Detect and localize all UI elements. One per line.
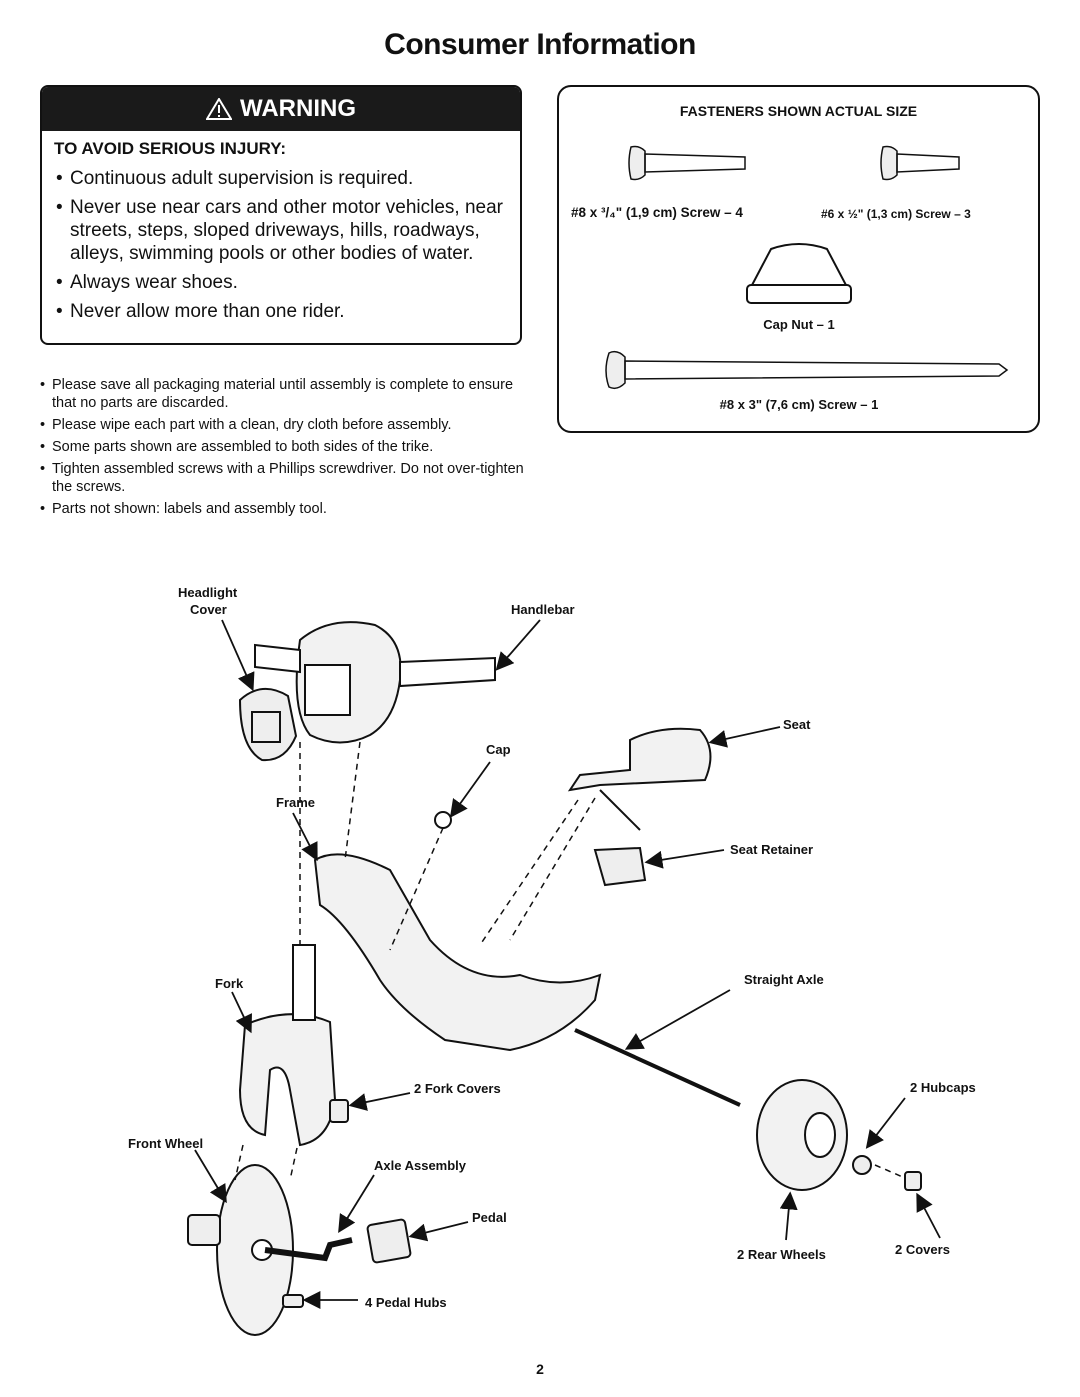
handlebar-label: Handlebar (511, 602, 575, 617)
note-item: Tighten assembled screws with a Phillips… (40, 460, 530, 496)
frame-label: Frame (276, 795, 316, 810)
warning-triangle-icon (206, 98, 232, 120)
page-title: Consumer Information (384, 28, 696, 61)
cover-image (904, 1171, 922, 1191)
screw-3-caption: #8 x 3" (7,6 cm) Screw – 1 (719, 397, 879, 412)
warning-item: Never use near cars and other motor vehi… (56, 196, 516, 265)
axle-assembly-image (264, 1237, 353, 1262)
frame-image (313, 853, 602, 1052)
straight-axle-label: Straight Axle (744, 972, 824, 987)
seat-image (567, 727, 712, 831)
fork-image (238, 1013, 337, 1147)
warning-item: Always wear shoes. (56, 271, 516, 294)
cap-nut-image (746, 243, 852, 304)
headlight-cover-image (238, 688, 298, 762)
assembly-guide-lines (234, 741, 906, 1181)
pedal-hub-image (282, 1294, 304, 1308)
fork-covers-label: 2 Fork Covers (414, 1081, 501, 1096)
rear-wheel-image (756, 1079, 848, 1191)
cap-label: Cap (486, 742, 511, 757)
note-item: Parts not shown: labels and assembly too… (40, 500, 530, 518)
screw-34-caption: #8 x ³/₄" (1,9 cm) Screw – 4 (571, 205, 743, 220)
warning-list: Continuous adult supervision is required… (56, 167, 516, 329)
fasteners-illustration (605, 145, 1009, 390)
screw-12-image (880, 145, 960, 181)
screw-12-caption: #6 x ½" (1,3 cm) Screw – 3 (821, 207, 971, 221)
pedal-left-image (187, 1214, 221, 1246)
note-item: Some parts shown are assembled to both s… (40, 438, 530, 456)
cap-image (434, 811, 452, 829)
handlebar-image (254, 621, 496, 744)
warning-header-label: WARNING (240, 95, 356, 122)
pedal-hubs-label: 4 Pedal Hubs (365, 1295, 447, 1310)
rear-wheels-label: 2 Rear Wheels (737, 1247, 826, 1262)
warning-subheader: TO AVOID SERIOUS INJURY: (54, 139, 287, 158)
pedal-label: Pedal (472, 1210, 507, 1225)
cover-label: Cover (190, 602, 227, 617)
front-wheel-label: Front Wheel (128, 1136, 204, 1151)
note-item: Please save all packaging material until… (40, 376, 530, 412)
warning-item: Never allow more than one rider. (56, 300, 516, 323)
pedal-image (366, 1218, 412, 1264)
axle-assembly-label: Axle Assembly (374, 1158, 467, 1173)
headlight-label: Headlight (178, 585, 238, 600)
warning-item: Continuous adult supervision is required… (56, 167, 516, 190)
assembly-notes: Please save all packaging material until… (40, 376, 530, 522)
screw-34-image (628, 145, 746, 181)
label-arrows (194, 619, 941, 1309)
page-number: 2 (536, 1361, 544, 1377)
warning-box: WARNING TO AVOID SERIOUS INJURY: Continu… (40, 85, 522, 345)
fasteners-header: FASTENERS SHOWN ACTUAL SIZE (679, 103, 918, 119)
fork-label: Fork (215, 976, 244, 991)
fork-cover-image (329, 1099, 349, 1123)
warning-header: WARNING (42, 87, 520, 131)
fasteners-box: FASTENERS SHOWN ACTUAL SIZE #8 x ³/₄" (1… (557, 85, 1040, 433)
straight-axle-image (574, 1028, 741, 1107)
screw-3-image (605, 350, 1009, 390)
cap-nut-caption: Cap Nut – 1 (763, 317, 835, 332)
hubcaps-label: 2 Hubcaps (910, 1080, 976, 1095)
seat-label: Seat (783, 717, 811, 732)
note-item: Please wipe each part with a clean, dry … (40, 416, 530, 434)
hubcap-image (852, 1155, 872, 1175)
seat-retainer-label: Seat Retainer (730, 842, 814, 857)
seat-retainer-image (593, 846, 647, 887)
covers-label: 2 Covers (895, 1242, 950, 1257)
fork-stem-image (292, 944, 316, 1021)
